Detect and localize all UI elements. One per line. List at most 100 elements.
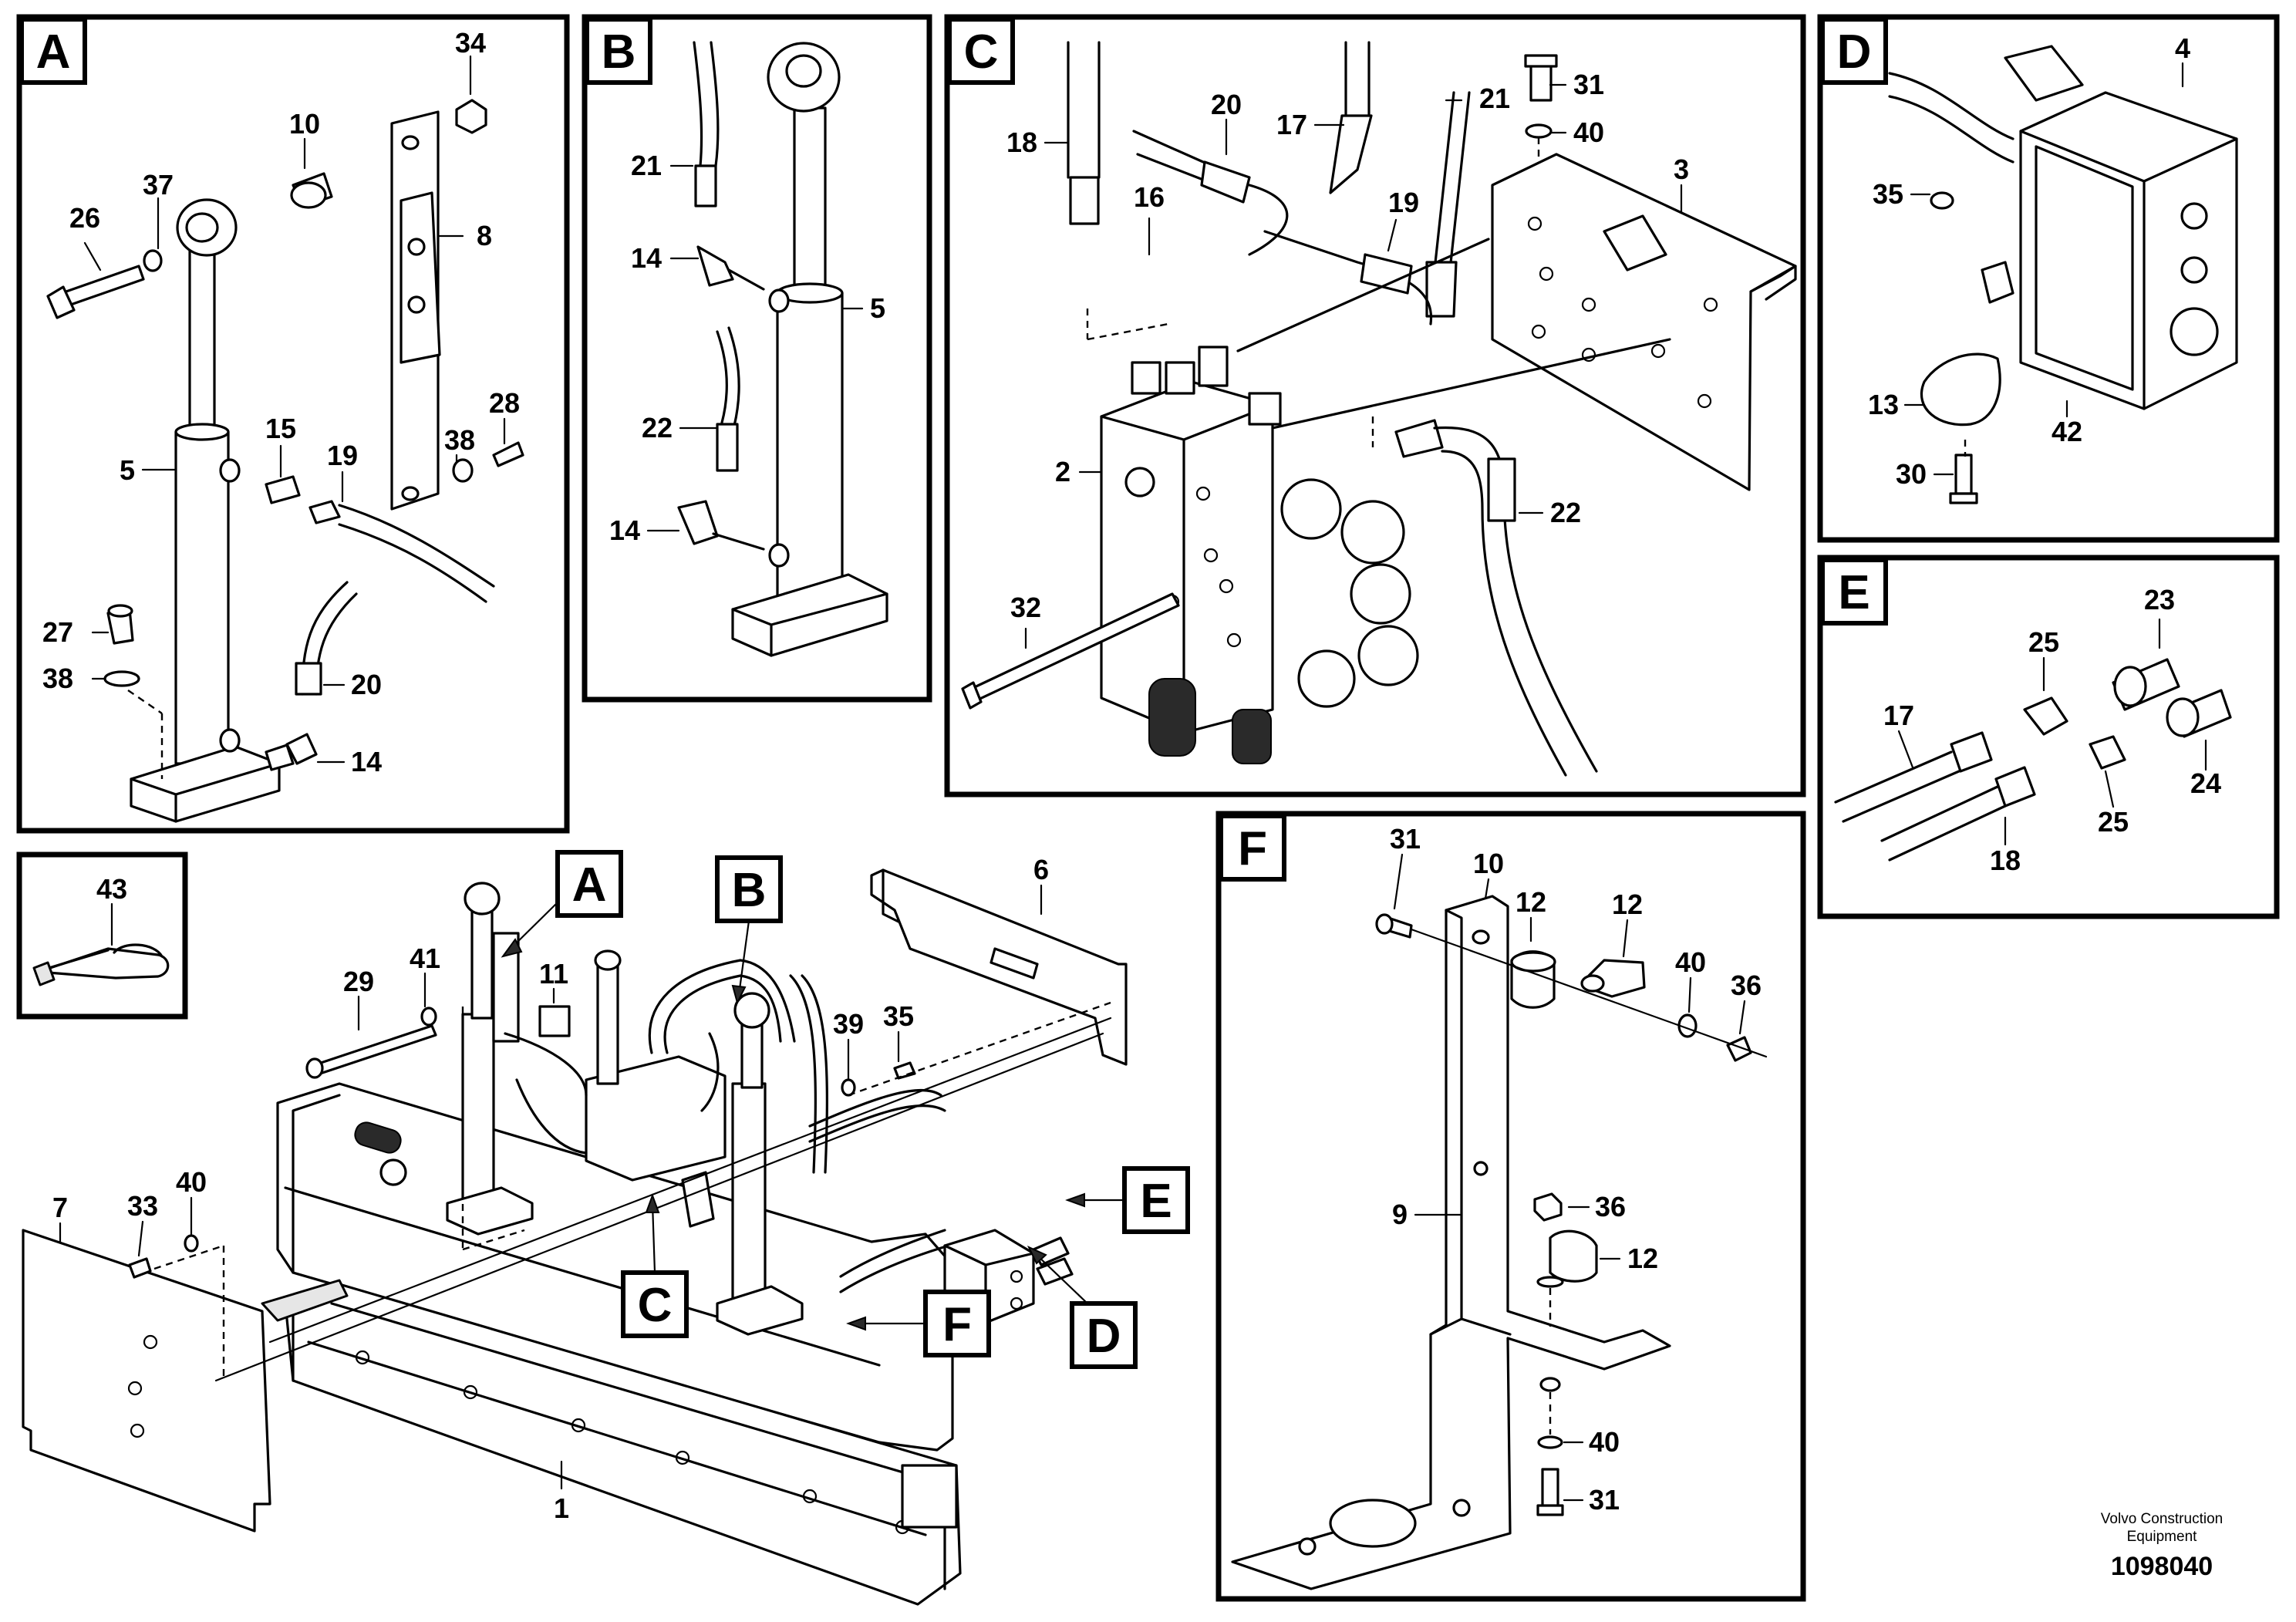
callout-d: D (1027, 1245, 1138, 1369)
label-12: 12 (1515, 886, 1546, 918)
label-34: 34 (455, 27, 486, 59)
overview-assembly: A B C D E F (22, 850, 1190, 1606)
label-12b: 12 (1612, 889, 1643, 920)
label-41: 41 (410, 943, 440, 974)
panel-d: D 4 35 13 42 30 (1817, 14, 2280, 543)
label-40: 40 (1573, 116, 1604, 148)
label-19: 19 (1388, 187, 1419, 218)
bracket-8 (390, 110, 441, 511)
label-21: 21 (631, 150, 662, 181)
panel-b-letter: B (602, 25, 636, 79)
svg-text:D: D (1087, 1310, 1121, 1363)
label-6: 6 (1033, 854, 1049, 885)
label-36b: 36 (1595, 1191, 1626, 1222)
label-38b: 38 (42, 663, 73, 694)
label-32: 32 (1010, 592, 1041, 623)
label-2: 2 (1055, 456, 1070, 487)
label-19: 19 (327, 440, 358, 471)
label-5: 5 (120, 454, 135, 486)
label-5: 5 (870, 292, 885, 324)
callout-c: C (621, 1193, 689, 1338)
hydraulic-cylinder-b (731, 42, 888, 657)
panel-c-letter: C (964, 25, 999, 79)
label-27: 27 (42, 616, 73, 648)
panel-f-letter: F (1238, 822, 1267, 875)
label-18: 18 (1990, 845, 2021, 876)
callout-b: B (715, 855, 783, 1005)
label-9: 9 (1392, 1199, 1408, 1230)
label-42: 42 (2052, 416, 2082, 447)
label-1: 1 (554, 1492, 569, 1524)
label-16: 16 (1134, 181, 1165, 213)
panel-b: B 21 14 5 22 (582, 14, 932, 703)
label-24: 24 (2190, 767, 2221, 799)
label-20: 20 (351, 669, 382, 700)
label-8: 8 (477, 220, 492, 251)
label-36: 36 (1731, 969, 1762, 1001)
svg-text:B: B (732, 864, 767, 917)
label-35: 35 (883, 1000, 914, 1032)
label-43: 43 (96, 873, 127, 905)
svg-text:C: C (638, 1279, 673, 1332)
label-17: 17 (1276, 109, 1307, 140)
label-35: 35 (1873, 178, 1903, 210)
label-14b: 14 (609, 514, 640, 546)
label-22: 22 (1550, 497, 1581, 528)
label-3: 3 (1674, 153, 1689, 185)
label-20: 20 (1211, 89, 1242, 120)
label-12c: 12 (1627, 1243, 1658, 1274)
label-18: 18 (1006, 126, 1037, 158)
label-21: 21 (1479, 83, 1510, 114)
label-28: 28 (489, 387, 520, 419)
label-40: 40 (176, 1166, 207, 1198)
panel-cable-tie: 43 (16, 851, 188, 1020)
label-11: 11 (539, 958, 568, 990)
label-40b: 40 (1589, 1426, 1620, 1458)
panel-f: F (1215, 811, 1806, 1602)
panel-d-letter: D (1837, 25, 1872, 79)
callout-a: A (501, 850, 623, 958)
callout-e: E (1065, 1166, 1190, 1234)
label-39: 39 (833, 1008, 864, 1040)
label-4: 4 (2175, 32, 2190, 64)
svg-text:A: A (572, 858, 607, 912)
label-40: 40 (1675, 946, 1706, 978)
drawing-number: 1098040 (2111, 1552, 2213, 1581)
panel-a-letter: A (36, 25, 71, 79)
panel-e-letter: E (1838, 566, 1870, 619)
label-14: 14 (631, 242, 662, 274)
control-box-4 (1888, 45, 2238, 410)
mounting-plate-3 (1491, 153, 1797, 491)
panel-e: E 23 25 17 24 25 18 (1817, 555, 2280, 919)
panel-c: C (944, 14, 1806, 798)
label-25b: 25 (2098, 806, 2129, 838)
valve-block-2 (1100, 346, 1419, 764)
svg-text:E: E (1140, 1175, 1172, 1228)
label-37: 37 (143, 169, 174, 201)
label-30: 30 (1896, 458, 1927, 490)
svg-text:F: F (942, 1298, 972, 1351)
label-38: 38 (444, 424, 475, 456)
label-26: 26 (69, 202, 100, 234)
label-22: 22 (642, 412, 673, 443)
callout-f: F (846, 1290, 991, 1357)
panel-a: A (16, 14, 570, 834)
label-14: 14 (351, 746, 382, 777)
label-17: 17 (1883, 700, 1914, 731)
label-10: 10 (289, 108, 320, 140)
footer: Volvo Construction Equipment 1098040 (2101, 1511, 2223, 1581)
company-name-line2: Equipment (2127, 1529, 2198, 1545)
label-31: 31 (1573, 69, 1604, 100)
label-25: 25 (2028, 626, 2059, 658)
label-31b: 31 (1589, 1484, 1620, 1516)
hydraulic-cylinder (127, 198, 281, 823)
label-31: 31 (1390, 823, 1421, 855)
label-33: 33 (127, 1190, 158, 1222)
label-23: 23 (2144, 584, 2175, 615)
label-29: 29 (343, 966, 374, 997)
company-name-line1: Volvo Construction (2101, 1511, 2223, 1527)
label-15: 15 (265, 413, 296, 444)
bracket-9 (1231, 895, 1671, 1590)
label-10: 10 (1473, 848, 1504, 879)
